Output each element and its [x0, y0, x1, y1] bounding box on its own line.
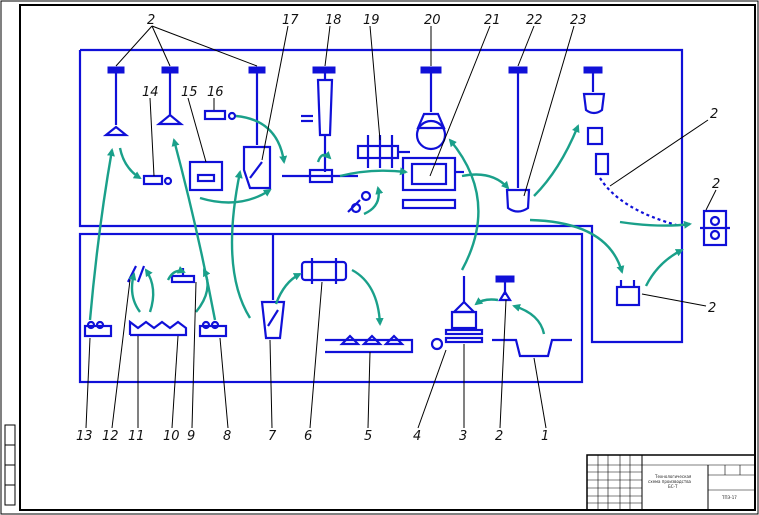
title-line-1: Технологическая: [654, 474, 692, 479]
callout-label: 14: [142, 85, 159, 100]
callout-label: 23: [570, 13, 587, 28]
callout-label: 2: [708, 301, 716, 316]
valve-12: [127, 265, 146, 283]
callout-label: 2: [495, 429, 503, 444]
callout-label: 22: [526, 13, 543, 28]
callout-label: 18: [325, 13, 342, 28]
callout-label: 2: [710, 107, 718, 122]
pit-1: [492, 338, 572, 358]
callout-label: 11: [128, 429, 145, 444]
material-flow-arrows: [88, 114, 692, 335]
hopper-2-lower: [495, 275, 515, 302]
callout-label: 10: [163, 429, 180, 444]
callouts-bottom: 13 12 11 10 9 8 7 6 5 4 3 2 1: [76, 429, 549, 444]
crusher-17: [242, 145, 272, 190]
drum-mill-6: [300, 258, 348, 284]
callout-label: 17: [282, 13, 299, 28]
hopper-unit-2: [155, 66, 185, 126]
callouts-inner: 14 15 16: [142, 85, 224, 100]
callout-label: 15: [181, 85, 198, 100]
callout-label: 6: [304, 429, 312, 444]
callout-label: 13: [76, 429, 93, 444]
callout-label: 12: [102, 429, 119, 444]
granulator-column: [582, 66, 681, 228]
lower-process-block: [78, 232, 584, 384]
dryer-drum-19: [356, 135, 410, 168]
conveyor-5: [325, 334, 414, 354]
callout-label: 1: [541, 429, 549, 444]
press-unit-right: [700, 209, 730, 247]
dosing-tank-15: [188, 160, 224, 192]
feeder-13: [83, 320, 113, 338]
callout-label: 19: [363, 13, 380, 28]
title-block: [586, 454, 756, 511]
callout-label: 5: [364, 429, 372, 444]
callout-label: 16: [207, 85, 224, 100]
upper-process-block: [78, 48, 684, 344]
callout-label: 7: [268, 429, 277, 444]
bucket-22-23: [505, 66, 531, 213]
callout-label: 20: [424, 13, 441, 28]
crusher-7: [260, 234, 286, 340]
reactor-20-21: [401, 66, 464, 210]
dispenser-9: [170, 268, 196, 284]
callout-label: 9: [187, 429, 195, 444]
hopper-unit-3: [248, 66, 266, 145]
feeder-8: [198, 320, 228, 338]
callout-label: 2: [147, 13, 155, 28]
batch-bins-11-10: [128, 319, 188, 337]
filter-unit-right: [615, 280, 641, 307]
scale-14: [142, 174, 173, 186]
drawing-frame: [19, 4, 756, 511]
title-line-3: БС-Т: [668, 484, 678, 489]
hopper-unit-1: [102, 66, 130, 137]
screw-conveyor: [282, 168, 358, 184]
mixer-feed-18: [301, 66, 336, 172]
callouts-right: 2 2 2: [708, 107, 720, 316]
fan-unit: [347, 190, 372, 214]
callout-label: 4: [413, 429, 421, 444]
title-line-2: схема производства: [648, 479, 692, 484]
callout-label: 3: [459, 429, 467, 444]
dispenser-16: [203, 109, 237, 121]
callout-label: 8: [223, 429, 231, 444]
drawing-code: ТПЭ-17: [721, 495, 737, 500]
callout-label: 2: [712, 177, 720, 192]
callouts-top: 2 17 18 19 20 21 22 23: [147, 13, 587, 28]
callout-label: 21: [484, 13, 501, 28]
separator-3-4: [430, 276, 484, 351]
leader-lines: [85, 25, 717, 429]
